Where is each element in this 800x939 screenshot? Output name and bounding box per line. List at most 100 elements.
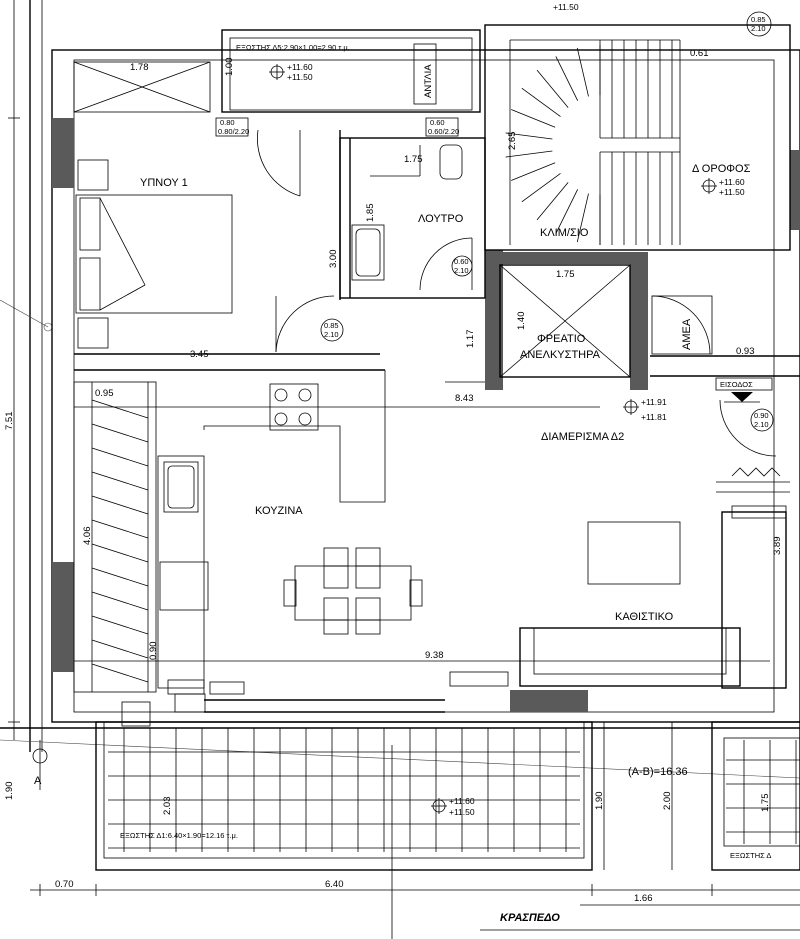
dim-0-61: 0.61 — [690, 48, 709, 59]
dim-1-66: 1.66 — [634, 893, 653, 904]
level-top-balcony-1: +11.60 — [287, 62, 313, 72]
level-entry-2: +11.81 — [641, 412, 667, 422]
dim-1-17: 1.17 — [465, 330, 476, 349]
level-balcony-2: +11.50 — [449, 807, 475, 817]
stair-tread — [576, 47, 589, 97]
antenna-label: ΑΝΤΛΙΑ — [423, 64, 434, 98]
dim-3-89: 3.89 — [772, 537, 783, 556]
door-entry-height: 2.10 — [754, 420, 769, 429]
stair-tread — [511, 162, 556, 181]
door-bath-height: 2.10 — [454, 266, 469, 275]
dim-0-70: 0.70 — [55, 879, 74, 890]
secondary-stair: 0.95 4.06 0.90 — [73, 381, 159, 693]
dim-8-43: 8.43 — [455, 393, 474, 404]
level-top: +11.50 — [553, 2, 579, 12]
room-hall: Δ ΟΡΟΦΟΣ — [692, 163, 751, 175]
dining-table — [283, 547, 423, 635]
door-top-width: 0.85 — [751, 15, 766, 24]
stair-tread — [91, 495, 149, 515]
dim-0-90: 0.90 — [148, 642, 159, 661]
room-bathroom: ΛΟΥΤΡΟ — [418, 213, 464, 225]
main-stair: ΚΛΙΜ/ΣΙΟ 2.65 0.61 Δ ΟΡΟΦΟΣ +11.60 +11.5… — [484, 2, 791, 251]
level-top-balcony-2: +11.50 — [287, 72, 313, 82]
bedroom: ΥΠΝΟΥ 1 3.45 3.00 0.85 2.10 — [74, 129, 385, 371]
stair-tread — [91, 519, 149, 539]
dim-3-00: 3.00 — [328, 250, 339, 269]
stair-tread — [91, 663, 149, 683]
stair-tread — [576, 193, 589, 243]
stair-tread — [91, 471, 149, 491]
room-living: ΚΑΘΙΣΤΙΚΟ — [615, 611, 674, 623]
stair-tread — [505, 150, 553, 158]
bottom-balcony-area: ΕΞΩΣΤΗΣ Δ1:6.40×1.90=12.16 τ.μ. — [120, 831, 238, 840]
door-bedroom-width: 0.85 — [324, 321, 339, 330]
stair-tread — [536, 69, 569, 108]
dim-2-00: 2.00 — [662, 792, 673, 811]
dim-1-90-b: 1.90 — [594, 792, 605, 811]
dim-1-85: 1.85 — [365, 204, 376, 223]
dim-0-93: 0.93 — [736, 346, 755, 357]
south-window — [121, 681, 445, 727]
top-balcony-area: ΕΞΩΣΤΗΣ Δ5:2.90×1.00=2.90 τ.μ. — [236, 43, 350, 52]
dim-a-b: (Α-Β)=16.36 — [628, 766, 688, 778]
stair-tread — [91, 399, 149, 419]
dim-1-78: 1.78 — [130, 62, 149, 73]
dim-line-8-43: 8.43 — [74, 381, 600, 408]
dim-2-65: 2.65 — [507, 132, 518, 151]
dim-right-1-75: 1.75 — [760, 794, 771, 813]
room-kitchen: ΚΟΥΖΙΝΑ — [255, 505, 303, 517]
door-bath-width: 0.60 — [454, 257, 469, 266]
stair-tread — [91, 543, 149, 563]
elevator-shaft: ΦΡΕΑΤΙΟ ΑΝΕΛΚΥΣΤΗΡΑ 1.75 1.40 1.17 ΑΜΕΑ … — [465, 264, 800, 378]
dim-1-40: 1.40 — [516, 312, 527, 331]
shaft-label-2: ΑΝΕΛΚΥΣΤΗΡΑ — [520, 349, 601, 361]
bottom-balcony: ΕΞΩΣΤΗΣ Δ1:6.40×1.90=12.16 τ.μ. 2.03 +11… — [95, 721, 593, 871]
stair-tread — [91, 591, 149, 611]
shaft-label-1: ΦΡΕΑΤΙΟ — [537, 333, 586, 345]
dim-shaft-1-75: 1.75 — [556, 269, 575, 280]
room-bedroom: ΥΠΝΟΥ 1 — [140, 177, 188, 189]
bottom-dim-chain: 0.70 6.40 1.66 ΚΡΑΣΠΕΔΟ — [30, 879, 800, 931]
window-tag-1b: 0.80/2.20 — [218, 127, 249, 136]
level-hall-2: +11.50 — [719, 187, 745, 197]
room-stair: ΚΛΙΜ/ΣΙΟ — [540, 227, 589, 239]
axis-a: A — [34, 775, 42, 787]
stair-tread — [91, 423, 149, 443]
apartment-label: ΔΙΑΜΕΡΙΣΜΑ Δ2 — [541, 431, 624, 443]
level-hall-1: +11.60 — [719, 177, 745, 187]
right-balcony-area: ΕΞΩΣΤΗΣ Δ — [730, 851, 771, 860]
door-top-height: 2.10 — [751, 24, 766, 33]
stair-tread — [521, 173, 561, 203]
stair-tread — [91, 639, 149, 659]
dim-1-00: 1.00 — [224, 58, 235, 77]
dim-0-95: 0.95 — [95, 388, 114, 399]
stair-tread — [521, 87, 561, 117]
entrance-label: ΕΙΣΟΔΟΣ — [720, 380, 753, 389]
dim-line-9-38: 9.38 — [74, 650, 770, 695]
kitchen: ΚΟΥΖΙΝΑ — [157, 370, 386, 689]
amea-label: ΑΜΕΑ — [681, 318, 693, 350]
stair-tread — [511, 109, 556, 128]
stair-tread — [505, 132, 553, 140]
top-balcony: ΕΞΩΣΤΗΣ Δ5:2.90×1.00=2.90 τ.μ. 1.00 ΑΝΤΛ… — [221, 29, 481, 113]
dim-1-90-a: 1.90 — [4, 782, 15, 801]
stair-tread — [536, 182, 569, 221]
door-bedroom-height: 2.10 — [324, 330, 339, 339]
stair-tread — [555, 56, 579, 101]
curb-label: ΚΡΑΣΠΕΔΟ — [500, 912, 560, 924]
stair-tread — [91, 567, 149, 587]
dim-4-06: 4.06 — [82, 527, 93, 546]
bedroom-top-window: 1.78 — [73, 61, 211, 113]
dim-1-75: 1.75 — [404, 154, 423, 165]
lower-dims: 1.90 2.00 (Α-Β)=16.36 — [594, 722, 688, 870]
exterior-walls — [51, 49, 800, 723]
entrance: ΕΙΣΟΔΟΣ 0.90 2.10 +11.91 +11.81 ΔΙΑΜΕΡΙΣ… — [541, 377, 790, 493]
stair-tread — [91, 447, 149, 467]
bathroom: ΛΟΥΤΡΟ 1.75 1.85 0.60 2.10 — [339, 137, 486, 299]
level-entry-1: +11.91 — [641, 397, 667, 407]
door-entry-width: 0.90 — [754, 411, 769, 420]
right-balcony: ΕΞΩΣΤΗΣ Δ 1.75 — [711, 721, 800, 871]
living-room: ΚΑΘΙΣΤΙΚΟ 3.89 — [519, 505, 787, 689]
